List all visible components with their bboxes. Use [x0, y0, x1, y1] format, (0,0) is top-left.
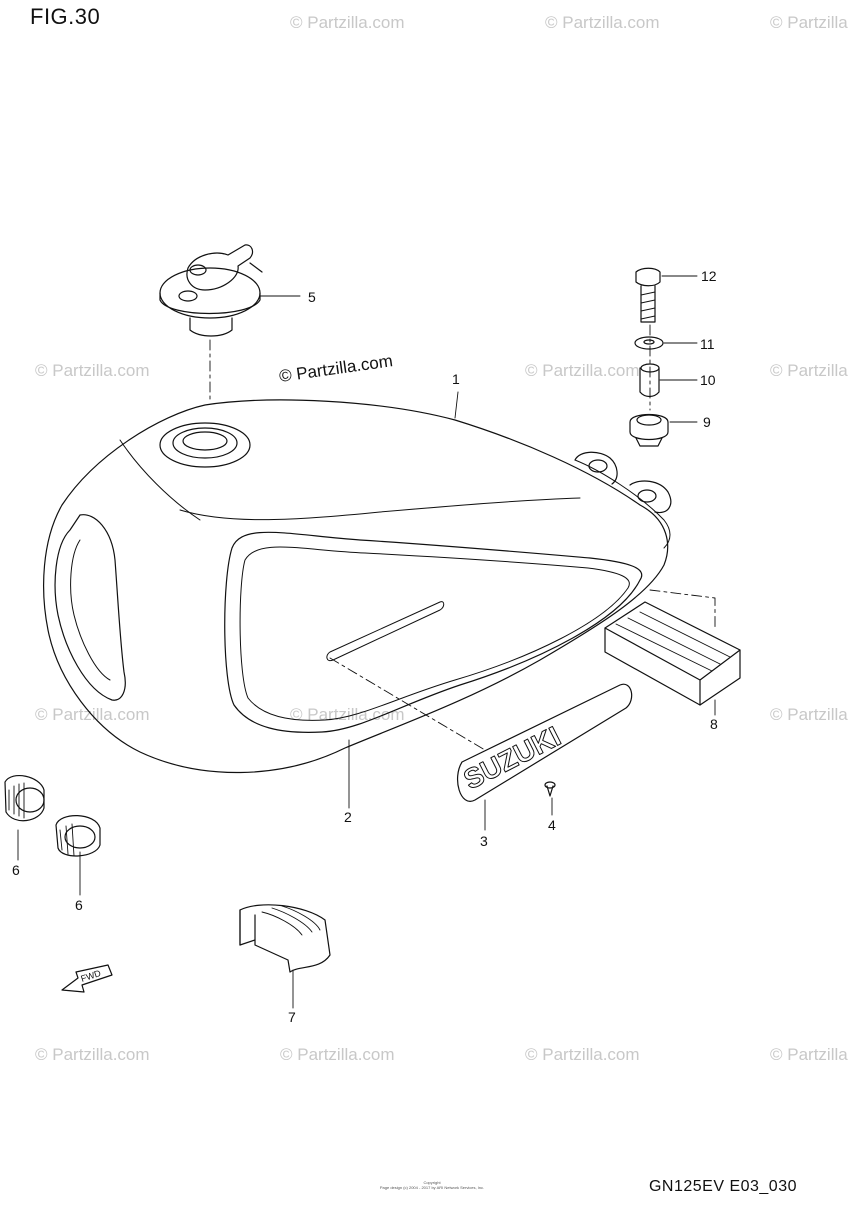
callout-labels: 1 2 3 4 5 6 6 7 8 9 10 11 12 [12, 268, 718, 1025]
emblem: SUZUKI [456, 683, 633, 802]
leader-lines [17, 275, 716, 1009]
watermark: © Partzilla.com [770, 361, 849, 380]
callout-6: 6 [12, 862, 20, 878]
callout-11: 11 [700, 336, 715, 352]
center-watermark: © Partzilla.com [278, 351, 394, 386]
fuel-tank [43, 399, 672, 774]
figure-title: FIG.30 [30, 4, 101, 29]
callout-5: 5 [308, 289, 316, 305]
callout-10: 10 [700, 372, 716, 388]
copyright-note: Copyright Page design (c) 2004 - 2017 by… [372, 1180, 492, 1190]
collar [639, 363, 660, 398]
watermark: © Partzilla.com [35, 1045, 150, 1064]
callout-4: 4 [548, 817, 556, 833]
rubber-cushion [239, 904, 331, 973]
figure-code: GN125EV E03_030 [648, 1178, 797, 1195]
callout-3: 3 [480, 833, 488, 849]
watermark: © Partzilla.com [290, 705, 405, 724]
copyright-line: Page design (c) 2004 - 2017 by ARI Netwo… [379, 1185, 485, 1190]
callout-2: 2 [344, 809, 352, 825]
cushion-round [55, 815, 101, 857]
callout-1: 1 [452, 371, 460, 387]
watermark: © Partzilla.com [545, 13, 660, 32]
callout-9: 9 [703, 414, 711, 430]
copyright-line: Copyright [423, 1180, 441, 1185]
screw [544, 781, 556, 797]
cushion [604, 601, 741, 706]
watermark: © Partzilla.com [770, 1045, 849, 1064]
grommet [629, 413, 669, 447]
bolt [635, 267, 661, 323]
fuel-cap [159, 244, 263, 337]
watermark: © Partzilla.com [290, 13, 405, 32]
watermark: © Partzilla.com [35, 361, 150, 380]
watermark: © Partzilla.com [280, 1045, 395, 1064]
washer [634, 336, 664, 350]
watermark: © Partzilla.com [770, 705, 849, 724]
watermark: © Partzilla.com [525, 1045, 640, 1064]
callout-6: 6 [75, 897, 83, 913]
watermark-layer: © Partzilla.com © Partzilla.com © Partzi… [35, 13, 849, 1064]
watermark: © Partzilla.com [770, 13, 849, 32]
forward-arrow: FWD [61, 964, 113, 993]
callout-7: 7 [288, 1009, 296, 1025]
callout-12: 12 [701, 268, 717, 284]
callout-8: 8 [710, 716, 718, 732]
cushion-round [4, 774, 45, 822]
emblem-text: SUZUKI [459, 720, 566, 795]
watermark: © Partzilla.com [525, 361, 640, 380]
